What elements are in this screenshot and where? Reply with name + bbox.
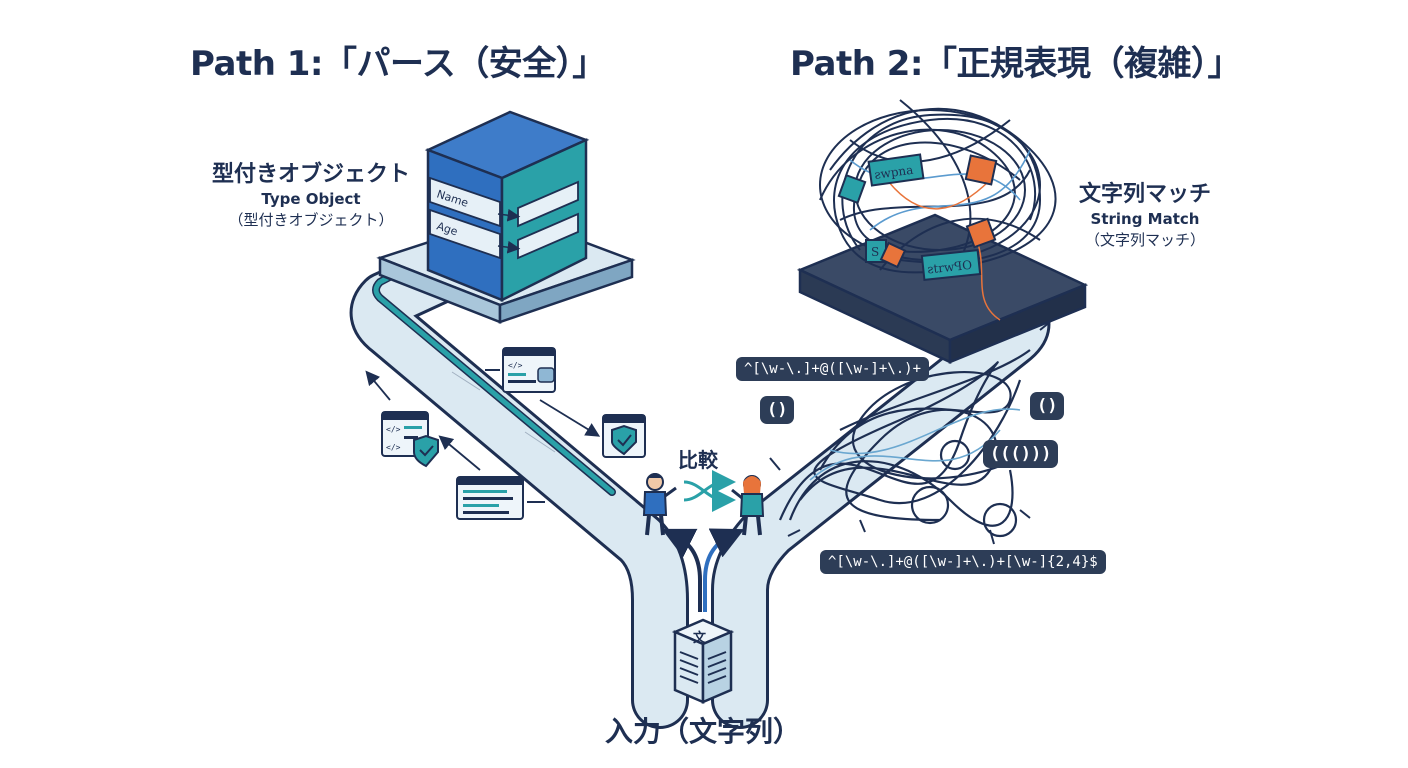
string-match-en: String Match	[1090, 210, 1200, 228]
compare-label: 比較	[678, 448, 718, 472]
code-glyph-3: </>	[386, 443, 401, 452]
left-path	[349, 241, 689, 729]
string-match-sub: （文字列マッチ）	[1084, 231, 1205, 249]
type-object-sub: （型付きオブジェクト）	[228, 211, 394, 229]
code-window-3	[456, 476, 545, 520]
input-label: 入力（文字列）	[605, 715, 802, 748]
tags: ƨwpna ƨtrwꟼO S	[837, 153, 998, 281]
field-age: Age	[435, 219, 459, 238]
tag-1: ƨwpna	[874, 163, 915, 182]
path1-title: Path 1:「パース（安全）」	[190, 44, 606, 84]
paren-badge-2: ()	[1030, 392, 1065, 420]
code-glyph-1: </>	[508, 361, 523, 370]
person-right	[731, 475, 765, 536]
code-window-1: </>	[485, 347, 556, 393]
type-object-en: Type Object	[261, 190, 361, 208]
paren-badge-3: ((()))	[983, 440, 1059, 468]
shield-window	[602, 414, 646, 458]
type-object-label: 型付きオブジェクト Type Object （型付きオブジェクト）	[196, 156, 426, 230]
regex-full: ^[\w-\.]+@([\w-]+\.)+[\w-]{2,4}$	[820, 550, 1106, 574]
type-object-jp: 型付きオブジェクト	[211, 162, 410, 187]
code-glyph-2: </>	[386, 425, 401, 434]
string-match-label: 文字列マッチ String Match （文字列マッチ）	[1060, 176, 1230, 250]
paren-badge-1: ()	[760, 396, 795, 424]
code-window-2: </> </>	[381, 411, 439, 468]
tag-3: S	[871, 245, 879, 259]
compare-arrows	[683, 470, 736, 512]
input-cube: 文	[671, 618, 735, 704]
tag-2: ƨtrwꟼO	[927, 258, 973, 277]
fork-arrows	[661, 528, 745, 612]
type-object-cube: Name Age	[376, 110, 636, 324]
input-glyph: 文	[693, 630, 707, 646]
person-left	[642, 473, 677, 536]
string-match-jp: 文字列マッチ	[1078, 182, 1211, 207]
path2-title: Path 2:「正規表現（複雑）」	[790, 44, 1242, 84]
regex-short: ^[\w-\.]+@([\w-]+\.)+	[736, 357, 930, 381]
